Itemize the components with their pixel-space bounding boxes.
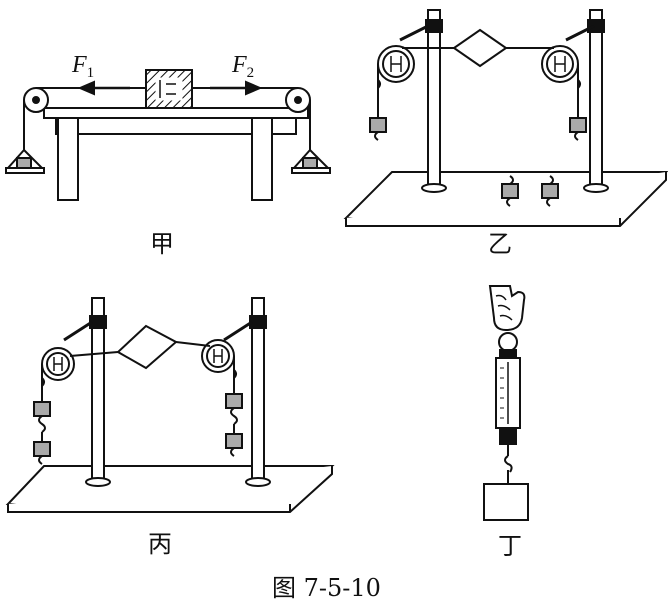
hook-weight-left-1-c (33, 401, 51, 417)
spring-scale-top (499, 349, 517, 359)
figure-caption: 图 7-5-10 (272, 574, 381, 602)
hook-weight-left-2-c (33, 441, 51, 457)
panel-label-d: 丁 (498, 532, 522, 560)
spring-scale-ring (498, 332, 518, 352)
weight-left (16, 157, 32, 169)
spare-weight-2-b (541, 183, 559, 199)
hook-weight-right-2-c (225, 433, 243, 449)
panel-d (483, 285, 529, 521)
spare-weight-1-b (501, 183, 519, 199)
rod-right-b (589, 9, 603, 189)
cardboard-card-c (116, 324, 178, 370)
hook-weight-right-1-c (225, 393, 243, 409)
cardboard-card-b (452, 28, 508, 68)
rod-left-b (427, 9, 441, 189)
hook-weight-right-b (569, 117, 587, 133)
panel-c (5, 297, 335, 513)
table-top (43, 107, 309, 119)
table-apron (55, 117, 297, 135)
panel-label-c: 丙 (148, 530, 172, 558)
force-label-f2: F2 (231, 52, 254, 81)
panel-label-b: 乙 (488, 230, 512, 258)
table-leg-right (251, 117, 273, 201)
panel-a (5, 69, 331, 201)
panel-b (343, 9, 668, 227)
panel-label-a: 甲 (150, 230, 174, 258)
table-leg-left (57, 117, 79, 201)
hook-weight-left-b (369, 117, 387, 133)
hanging-block (483, 483, 529, 521)
force-label-f1: F1 (71, 52, 94, 81)
weight-right (302, 157, 318, 169)
